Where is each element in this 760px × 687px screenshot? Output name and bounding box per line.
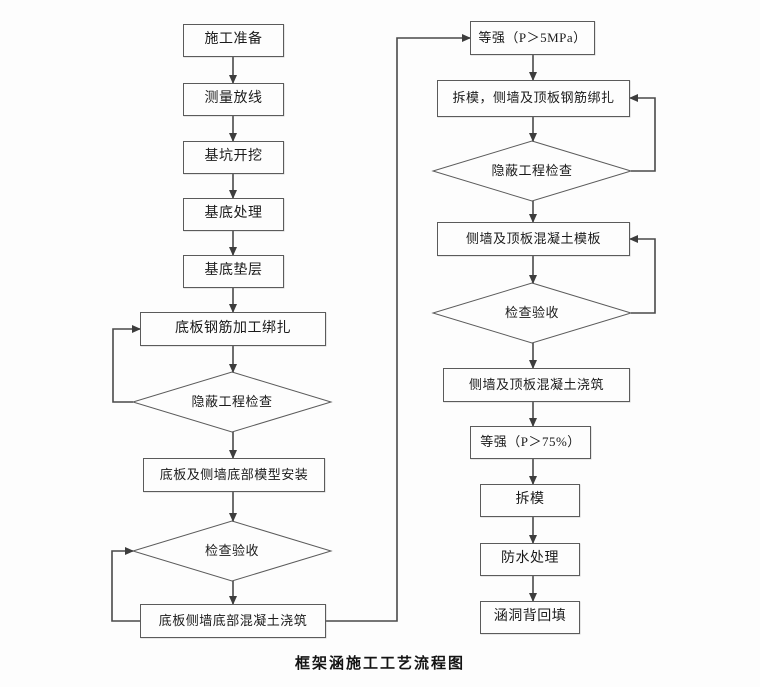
process-node[interactable]: 侧墙及顶板混凝土浇筑: [443, 368, 630, 402]
node-label: 测量放线: [204, 91, 263, 107]
process-node[interactable]: 等强（P＞75%）: [470, 426, 591, 459]
flow-edge: [629, 235, 656, 314]
node-label: 等强（P＞5MPa）: [478, 29, 587, 45]
process-node[interactable]: 涵洞背回填: [480, 601, 580, 634]
process-node[interactable]: 测量放线: [183, 83, 284, 116]
node-label: 施工准备: [204, 32, 263, 48]
node-label: 防水处理: [501, 551, 559, 567]
node-label: 基底处理: [204, 206, 263, 222]
flow-edge: [629, 94, 656, 172]
flow-edge: [112, 325, 141, 403]
process-node[interactable]: 拆模: [480, 484, 580, 517]
node-label: 涵洞背回填: [493, 609, 567, 625]
process-node[interactable]: 侧墙及顶板混凝土模板: [437, 222, 630, 256]
process-node[interactable]: 底板侧墙底部混凝土浇筑: [140, 604, 326, 638]
node-label: 底板及侧墙底部模型安装: [159, 466, 309, 482]
node-label: 拆模，侧墙及顶板钢筋绑扎: [452, 90, 615, 106]
process-node[interactable]: 基底垫层: [183, 255, 284, 288]
node-label: 底板侧墙底部混凝土浇筑: [158, 612, 308, 628]
node-label: 拆模: [515, 492, 545, 508]
node-label: 底板钢筋加工绑扎: [175, 320, 291, 336]
process-node[interactable]: 底板钢筋加工绑扎: [140, 312, 326, 346]
edges: [111, 34, 656, 622]
process-node[interactable]: 拆模，侧墙及顶板钢筋绑扎: [437, 80, 630, 117]
node-label: 基坑开挖: [204, 149, 263, 165]
flow-edge: [326, 34, 471, 622]
figure-caption: 框架涵施工工艺流程图: [294, 656, 465, 672]
process-node[interactable]: 防水处理: [480, 543, 580, 576]
decision-diamond[interactable]: [131, 371, 333, 433]
node-label: 侧墙及顶板混凝土模板: [465, 230, 601, 246]
decision-diamond[interactable]: [431, 282, 633, 344]
flow-edge: [111, 547, 140, 622]
process-node[interactable]: 等强（P＞5MPa）: [470, 21, 595, 55]
decision-diamond[interactable]: [131, 520, 333, 582]
node-label: 侧墙及顶板混凝土浇筑: [468, 376, 604, 392]
process-node[interactable]: 基坑开挖: [183, 141, 284, 174]
decision-shapes: [131, 140, 633, 582]
process-node[interactable]: 底板及侧墙底部模型安装: [143, 458, 325, 492]
node-label: 基底垫层: [204, 263, 263, 279]
node-label: 等强（P＞75%）: [480, 434, 581, 450]
process-node[interactable]: 施工准备: [183, 24, 284, 57]
process-node[interactable]: 基底处理: [183, 198, 284, 231]
decision-diamond[interactable]: [431, 140, 633, 202]
